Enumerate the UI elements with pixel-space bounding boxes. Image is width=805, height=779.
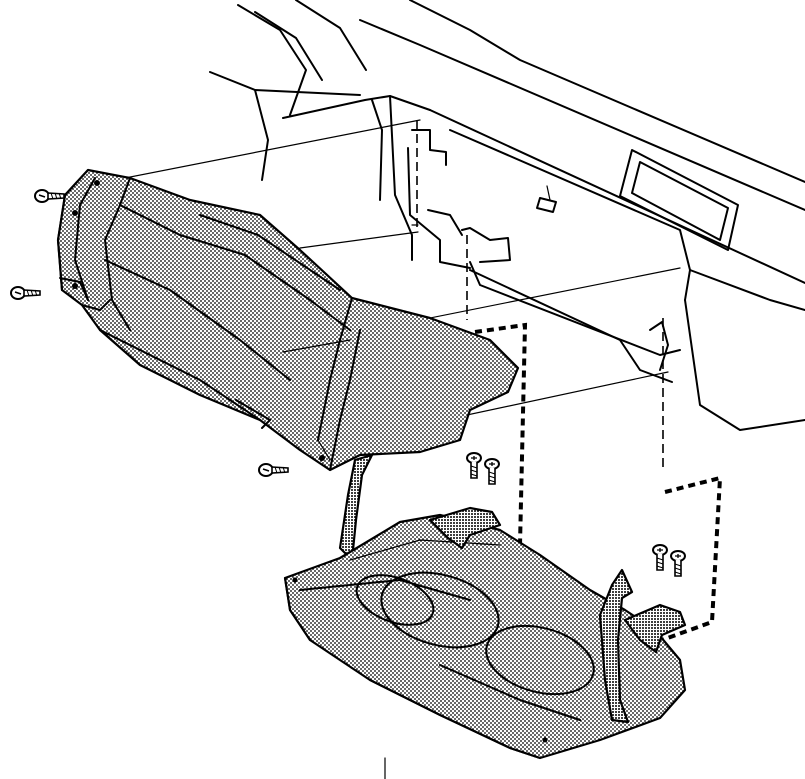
screw-icon [258,463,289,477]
screw-icon [10,286,41,300]
screw-icon [466,452,482,479]
screw-icon [484,458,500,485]
screw-icon [652,544,668,571]
mounting-bracket-right [623,603,687,654]
screw-icon [670,550,686,577]
dashboard-body [209,0,805,431]
upper-glovebox-housing [56,168,520,472]
mounting-bracket-left [428,506,502,550]
screw-icon [34,189,65,203]
support-strap-right [598,568,634,724]
